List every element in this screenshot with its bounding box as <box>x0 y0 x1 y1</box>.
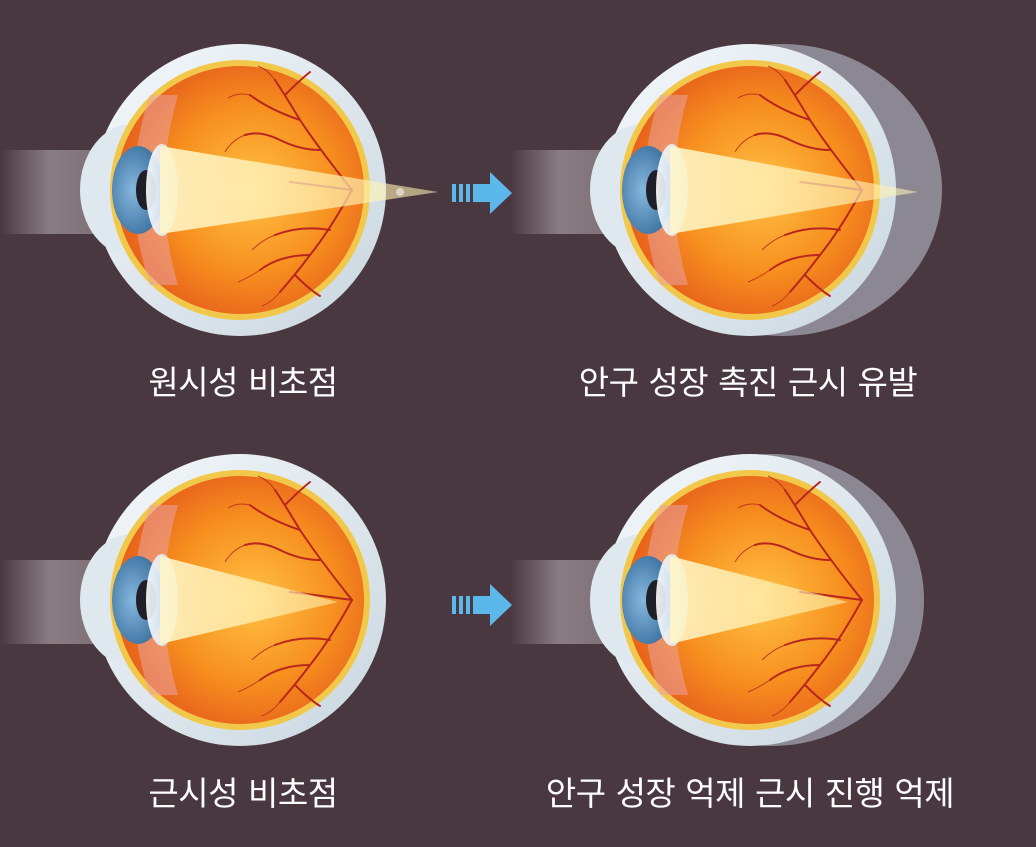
panel-hyperopic-defocus: 원시성 비초점 <box>0 0 520 420</box>
eye-illustration-hyperopic <box>0 43 438 337</box>
caption-axial-growth-promoted: 안구 성장 촉진 근시 유발 <box>578 363 918 402</box>
eye-illustration-elongated <box>510 43 942 337</box>
panel-axial-growth-inhibited: 안구 성장 억제 근시 진행 억제 <box>510 410 1036 847</box>
right-arrow-icon <box>452 580 514 634</box>
panel-axial-growth-promoted: 안구 성장 촉진 근시 유발 <box>510 0 1036 420</box>
eye-illustration-myopic <box>0 453 387 747</box>
caption-myopic-defocus: 근시성 비초점 <box>148 774 338 813</box>
caption-axial-growth-inhibited: 안구 성장 억제 근시 진행 억제 <box>545 774 955 813</box>
caption-hyperopic-defocus: 원시성 비초점 <box>148 363 338 402</box>
eye-illustration-growth-inhibited <box>510 453 924 747</box>
panel-myopic-defocus: 근시성 비초점 <box>0 410 520 847</box>
right-arrow-icon <box>452 168 514 222</box>
